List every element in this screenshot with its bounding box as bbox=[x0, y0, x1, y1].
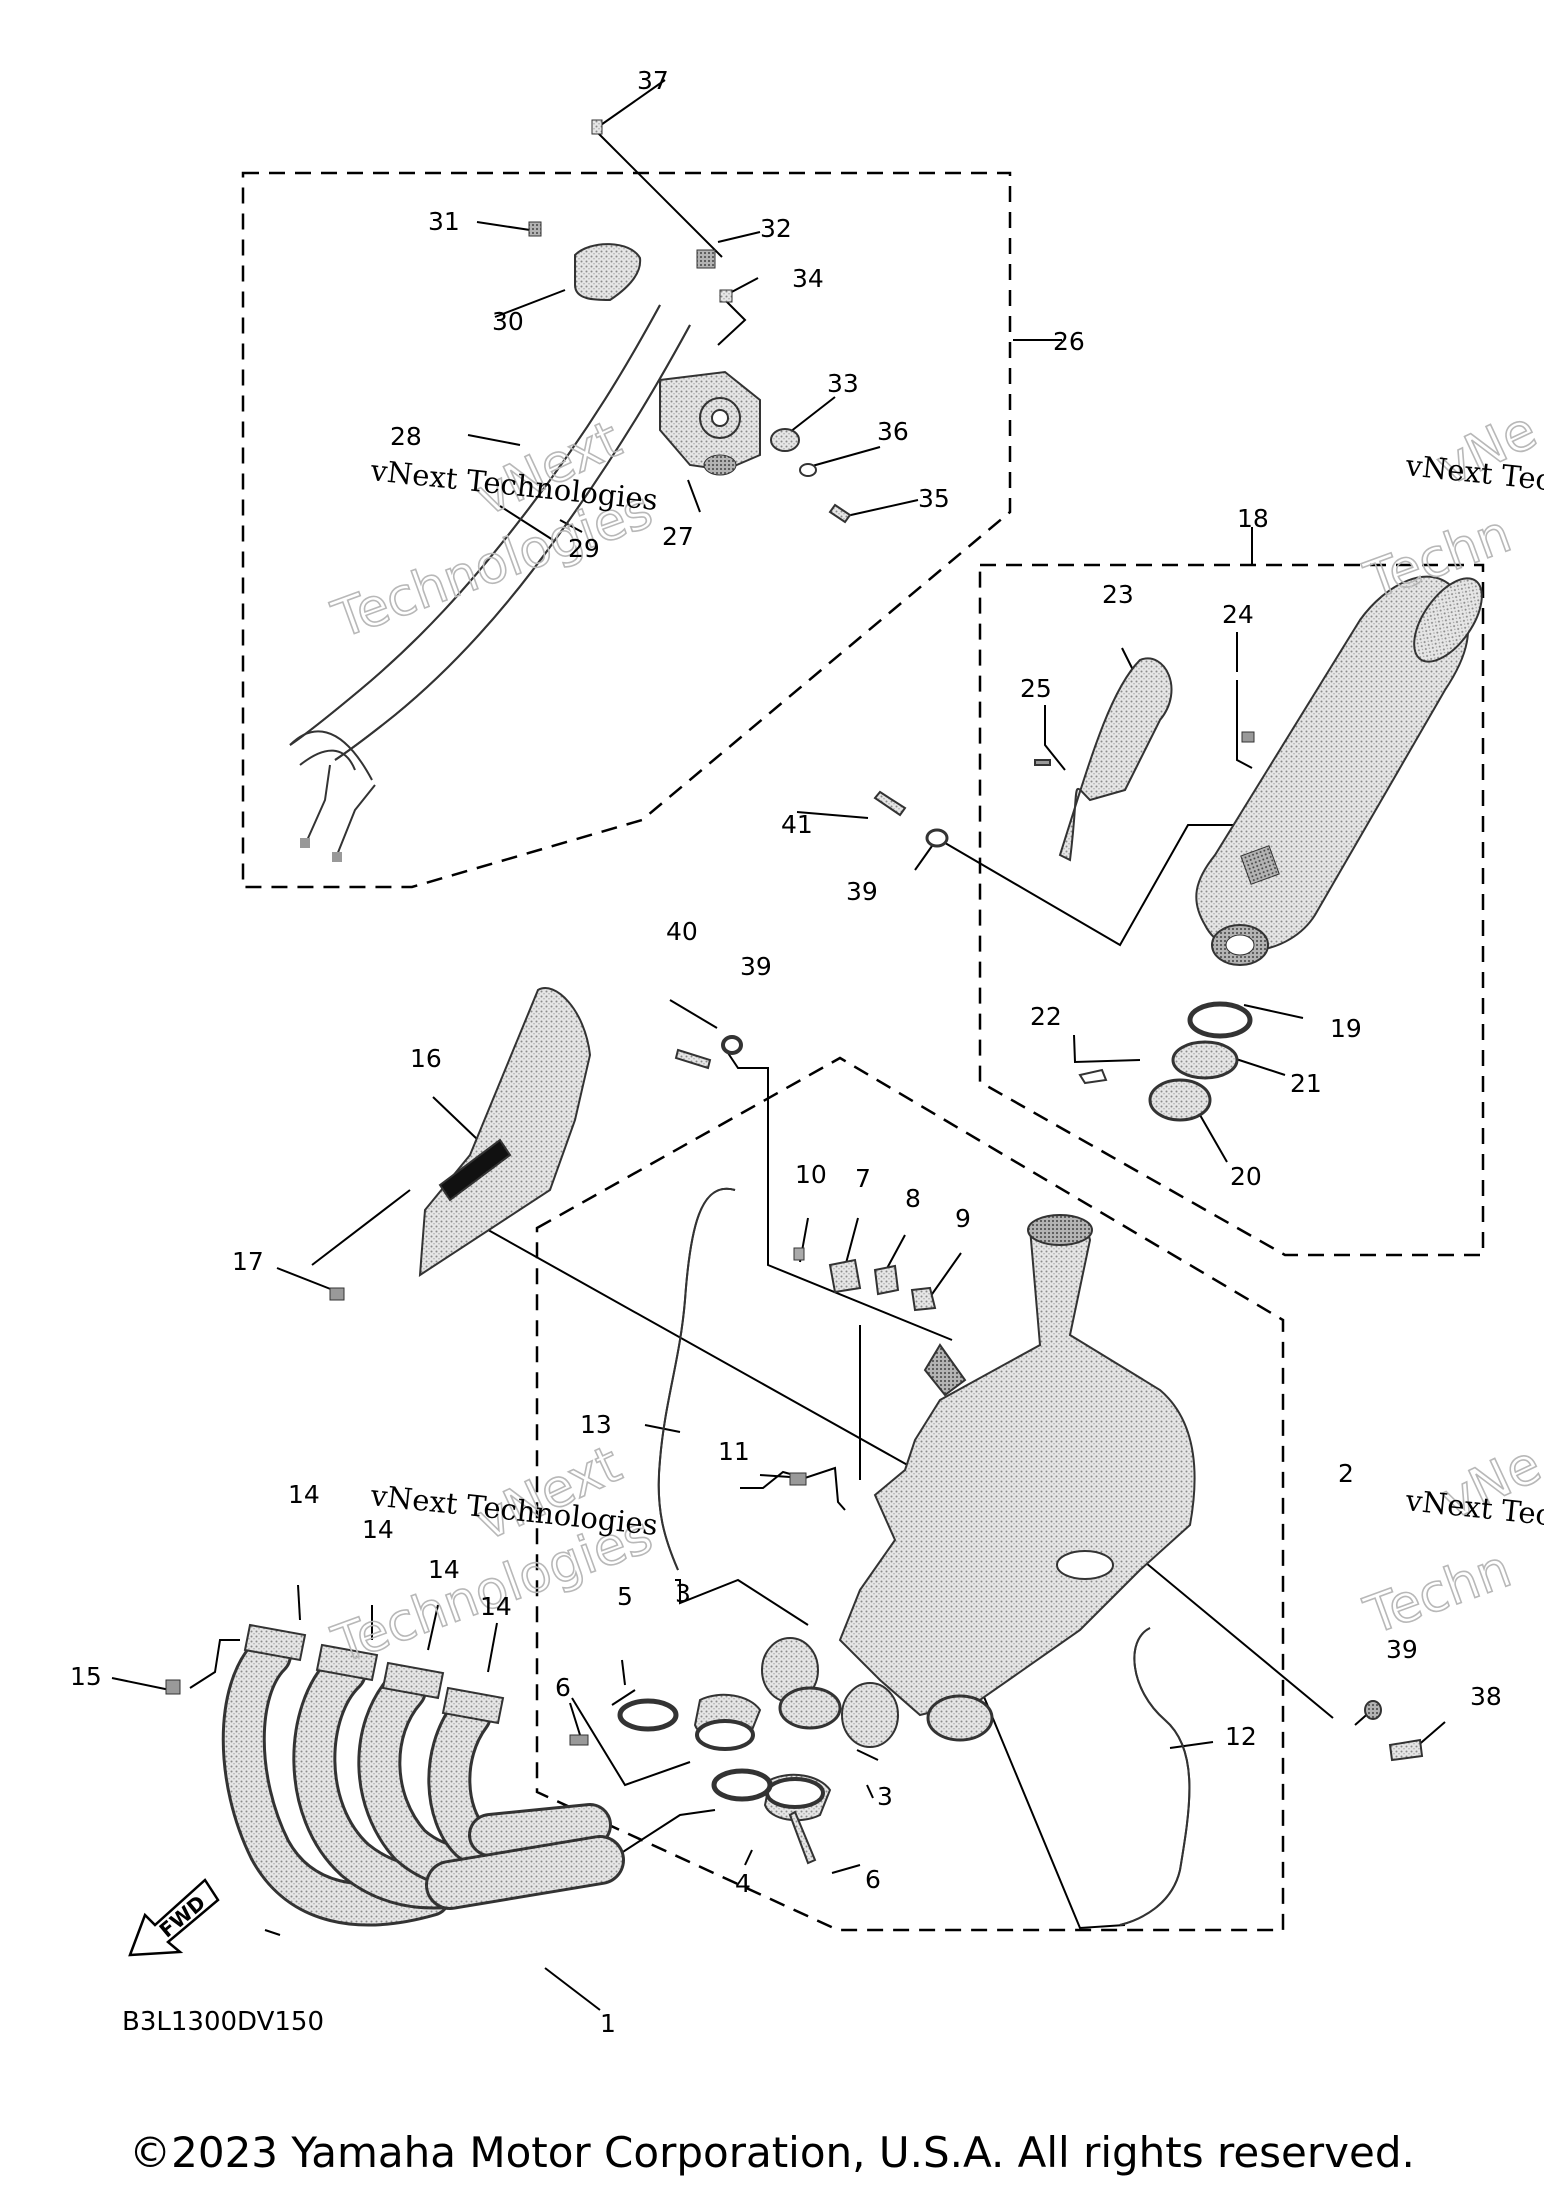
pre-chamber-fasteners bbox=[165, 1247, 937, 1695]
callout-41: 41 bbox=[781, 810, 813, 839]
callout-14-c: 14 bbox=[428, 1555, 460, 1584]
callout-14-b: 14 bbox=[362, 1515, 394, 1544]
callout-2: 2 bbox=[1338, 1459, 1354, 1488]
callout-39-middle: 39 bbox=[740, 952, 772, 981]
servo-motor bbox=[591, 119, 852, 524]
callout-40: 40 bbox=[666, 917, 698, 946]
copyright-notice: ©2023 Yamaha Motor Corporation, U.S.A. A… bbox=[129, 2128, 1415, 2177]
callout-14-d: 14 bbox=[480, 1592, 512, 1621]
callout-12: 12 bbox=[1225, 1722, 1257, 1751]
watermark-rl-big2: Techn bbox=[1357, 1539, 1519, 1647]
callout-30: 30 bbox=[492, 307, 524, 336]
callout-labels: 1 2 3 3 4 5 6 6 7 8 9 10 11 12 13 14 14 … bbox=[70, 66, 1502, 2038]
callout-21: 21 bbox=[1290, 1069, 1322, 1098]
callout-39-muffler: 39 bbox=[846, 877, 878, 906]
callout-24: 24 bbox=[1222, 600, 1254, 629]
fasteners-39-40 bbox=[674, 1035, 1424, 1762]
callout-3-upper: 3 bbox=[675, 1579, 691, 1608]
muffler-assembly bbox=[1078, 575, 1483, 1122]
o2-sensor-lower bbox=[1119, 1627, 1191, 1926]
callout-22: 22 bbox=[1030, 1002, 1062, 1031]
callout-27: 27 bbox=[662, 522, 694, 551]
muffler-fasteners bbox=[873, 731, 1255, 848]
callout-26: 26 bbox=[1053, 327, 1085, 356]
callout-6-upper: 6 bbox=[555, 1673, 571, 1702]
callout-25: 25 bbox=[1020, 674, 1052, 703]
callout-31: 31 bbox=[428, 207, 460, 236]
callout-6-lower: 6 bbox=[865, 1865, 881, 1894]
callout-14-a: 14 bbox=[288, 1480, 320, 1509]
callout-11: 11 bbox=[718, 1437, 750, 1466]
group-26-boundary bbox=[241, 171, 1012, 889]
callout-20: 20 bbox=[1230, 1162, 1262, 1191]
muffler-heat-shield bbox=[1058, 657, 1173, 862]
watermark-right-lower: vNe Techn vNext Tec bbox=[1356, 1434, 1544, 1648]
gaskets-and-clamps bbox=[569, 1686, 994, 1865]
callout-15: 15 bbox=[70, 1662, 102, 1691]
exhaust-header-pipes bbox=[221, 1623, 625, 1927]
callout-9: 9 bbox=[955, 1204, 971, 1233]
cable-bracket bbox=[528, 221, 642, 302]
watermark-right-upper: vNe Techn vNext Tec bbox=[1356, 400, 1544, 613]
callout-8: 8 bbox=[905, 1184, 921, 1213]
callout-33: 33 bbox=[827, 369, 859, 398]
callout-32: 32 bbox=[760, 214, 792, 243]
callout-16: 16 bbox=[410, 1044, 442, 1073]
callout-35: 35 bbox=[918, 484, 950, 513]
callout-23: 23 bbox=[1102, 580, 1134, 609]
callout-4: 4 bbox=[735, 1869, 751, 1898]
callout-28: 28 bbox=[390, 422, 422, 451]
callout-17: 17 bbox=[232, 1247, 264, 1276]
callout-5: 5 bbox=[617, 1582, 633, 1611]
exhaust-heat-protector bbox=[418, 987, 592, 1277]
callout-37: 37 bbox=[637, 66, 669, 95]
callout-34: 34 bbox=[792, 264, 824, 293]
callout-18: 18 bbox=[1237, 504, 1269, 533]
callout-36: 36 bbox=[877, 417, 909, 446]
callout-38: 38 bbox=[1470, 1682, 1502, 1711]
o2-sensor-upper bbox=[657, 1187, 736, 1571]
watermark-middle: vNext Technologies vNext Technologies bbox=[324, 1434, 661, 1677]
callout-1: 1 bbox=[600, 2009, 616, 2038]
callout-39-right: 39 bbox=[1386, 1635, 1418, 1664]
diagram-code: B3L1300DV150 bbox=[122, 2007, 324, 2037]
callout-7: 7 bbox=[855, 1164, 871, 1193]
leader-lines bbox=[111, 79, 1446, 2011]
group-2-boundary bbox=[535, 1056, 1285, 1932]
exhaust-chamber bbox=[761, 1214, 1196, 1748]
group-18-boundary bbox=[978, 563, 1485, 1257]
callout-3-lower: 3 bbox=[877, 1782, 893, 1811]
callout-10: 10 bbox=[795, 1160, 827, 1189]
watermark-upper: vNext Technologies vNext Technologies bbox=[324, 409, 661, 652]
exhaust-valve-cable-assembly bbox=[289, 304, 691, 862]
callout-19: 19 bbox=[1330, 1014, 1362, 1043]
forward-direction-arrow: FWD bbox=[128, 1878, 220, 1957]
callout-13: 13 bbox=[580, 1410, 612, 1439]
callout-29: 29 bbox=[568, 534, 600, 563]
